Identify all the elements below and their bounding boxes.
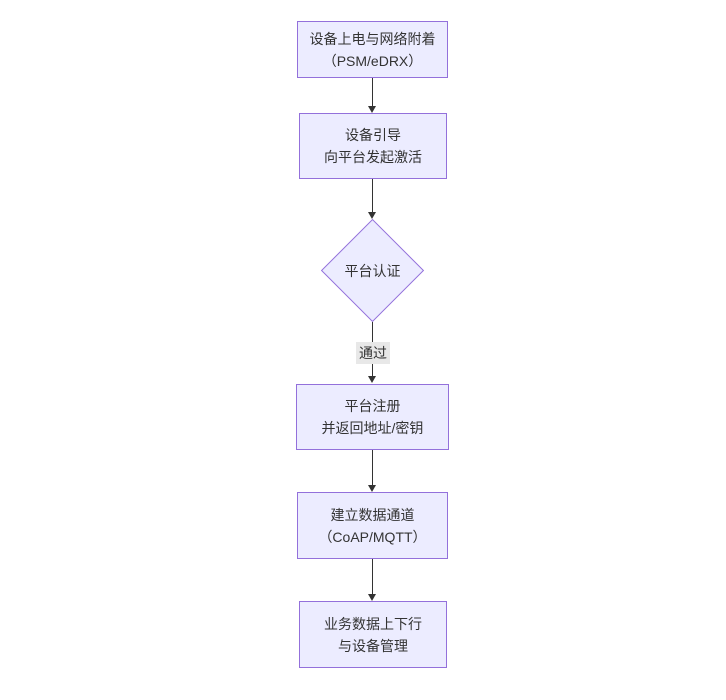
flow-node-bootstrap: 设备引导 向平台发起激活 [299,113,447,179]
node-text-line: 建立数据通道 [330,506,415,523]
node-text-line: 平台认证 [344,262,401,279]
node-text-line: （PSM/eDRX） [322,52,423,69]
node-text-line: （CoAP/MQTT） [318,528,427,545]
node-text-line: 业务数据上下行 [324,615,422,632]
arrowhead-down-icon [368,376,376,383]
edge-bootstrap-to-auth-line [372,179,373,213]
node-text-line: 并返回地址/密钥 [321,420,424,436]
edge-label-pass: 通过 [356,342,390,364]
node-text-line: 与设备管理 [338,637,408,654]
flow-node-platform-auth: 平台认证 [320,218,425,323]
arrowhead-down-icon [368,106,376,113]
node-text-line: 平台注册 [344,398,401,414]
node-text-line: 设备上电与网络附着 [309,30,436,47]
flow-node-business-data: 业务数据上下行 与设备管理 [299,601,447,668]
edge-channel-to-business-line [372,559,373,595]
flow-node-register: 平台注册 并返回地址/密钥 [296,384,449,450]
edge-power-to-bootstrap-line [372,78,373,107]
node-text-line: 设备引导 [345,127,401,143]
arrowhead-down-icon [368,485,376,492]
arrowhead-down-icon [368,212,376,219]
flow-node-data-channel: 建立数据通道 （CoAP/MQTT） [297,492,448,559]
node-text-line: 向平台发起激活 [324,149,422,165]
edge-register-to-channel-line [372,450,373,486]
flow-node-power-on: 设备上电与网络附着 （PSM/eDRX） [297,21,448,78]
arrowhead-down-icon [368,594,376,601]
